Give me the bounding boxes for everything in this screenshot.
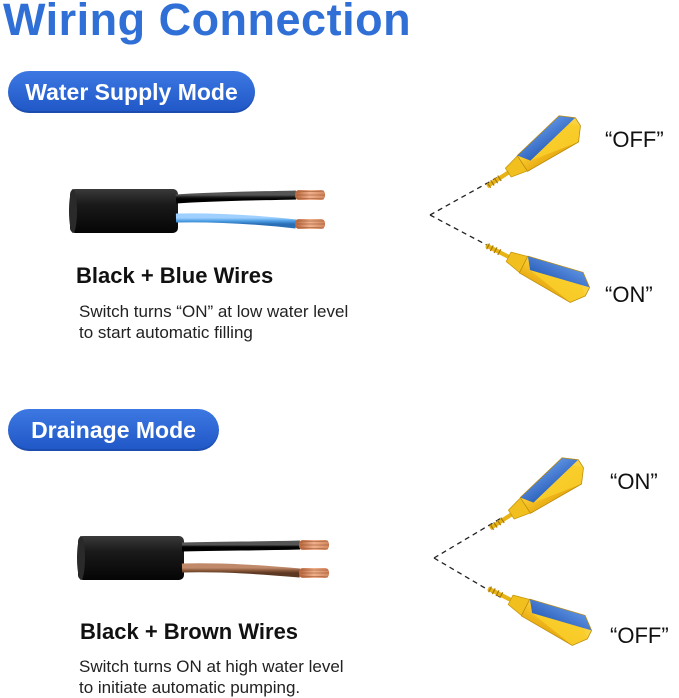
upper-float-state-off: “OFF”: [605, 127, 664, 152]
description-line: to initiate automatic pumping.: [79, 678, 301, 697]
cable-black-blue-icon: [69, 189, 325, 233]
float-switch-icon: [482, 571, 596, 651]
drainage-description: Switch turns ON at high water level to i…: [79, 656, 344, 698]
float-switch-icon: [480, 228, 594, 308]
cable-black-brown-icon: [77, 536, 329, 580]
float-switch-icon: [479, 451, 590, 539]
upper-float-state-on: “ON”: [610, 469, 658, 494]
lower-float-state-on: “ON”: [605, 282, 653, 307]
water-supply-pivot-lines: [429, 175, 501, 253]
black-brown-wires-title: Black + Brown Wires: [80, 619, 299, 644]
water-supply-mode-badge: Water Supply Mode: [8, 71, 255, 113]
lower-float-state-off: “OFF”: [610, 623, 669, 648]
description-line: to start automatic filling: [79, 323, 253, 342]
description-line: Switch turns “ON” at low water level: [79, 302, 349, 321]
drainage-mode-badge: Drainage Mode: [8, 409, 219, 451]
float-switch-icon: [476, 109, 587, 197]
description-line: Switch turns ON at high water level: [79, 657, 344, 676]
black-blue-wires-title: Black + Blue Wires: [76, 263, 274, 288]
page-title: Wiring Connection: [3, 0, 412, 45]
water-supply-description: Switch turns “ON” at low water level to …: [79, 301, 348, 343]
